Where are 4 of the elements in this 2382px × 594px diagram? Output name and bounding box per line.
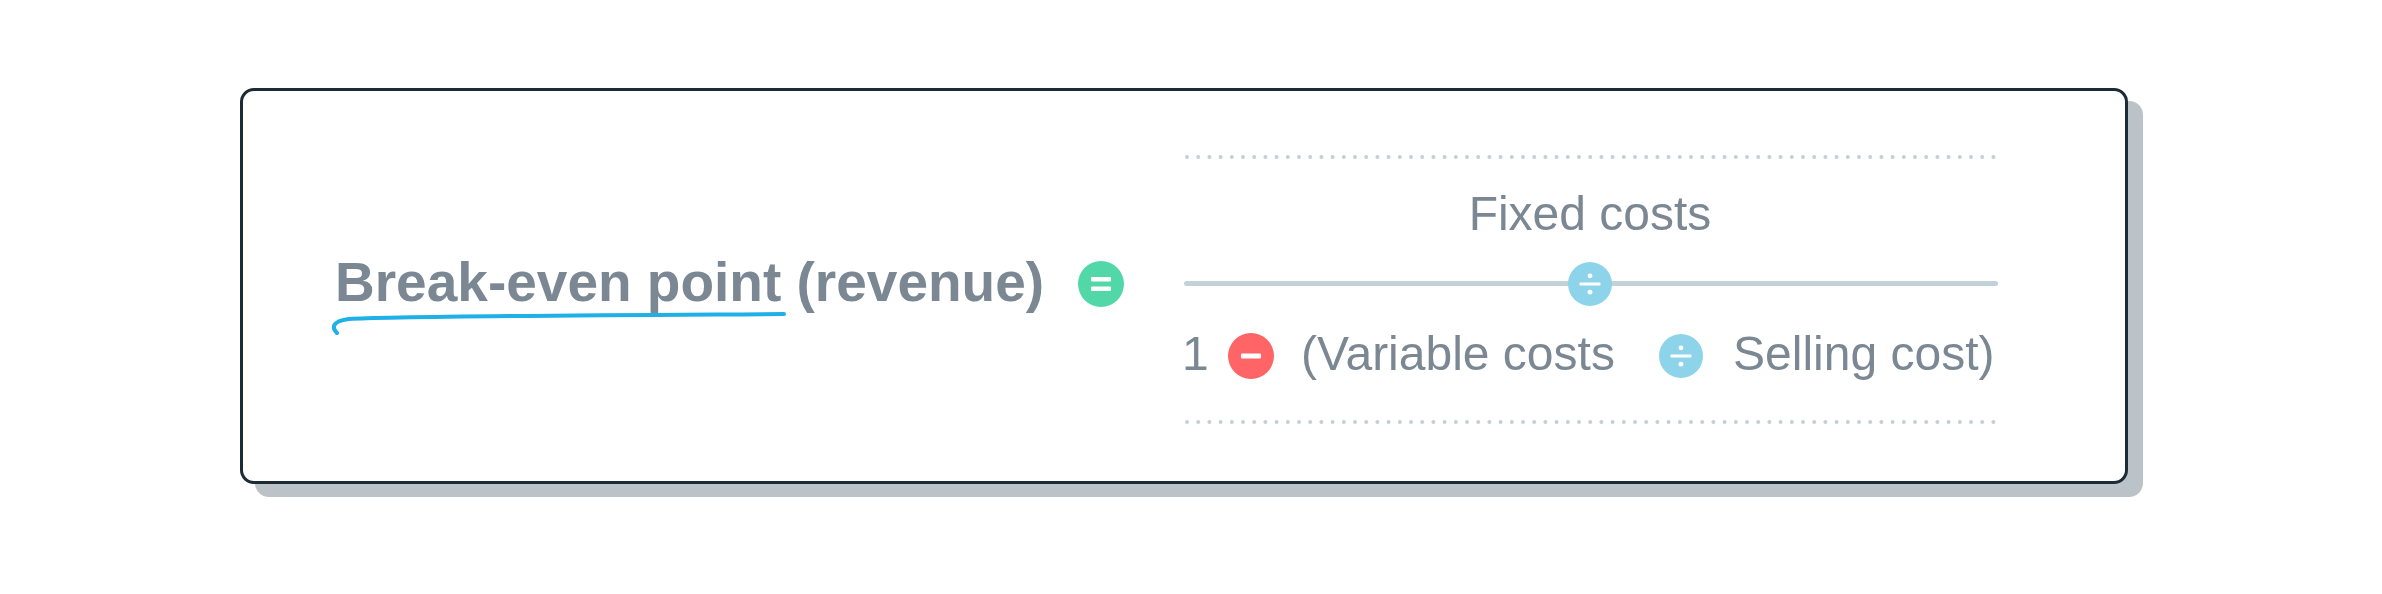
- numerator-text: Fixed costs: [1468, 190, 1712, 238]
- formula-text: Selling cost): [1733, 330, 1995, 378]
- formula-text: (Variable costs: [1301, 330, 1615, 378]
- formula-text: 1: [1182, 330, 1209, 378]
